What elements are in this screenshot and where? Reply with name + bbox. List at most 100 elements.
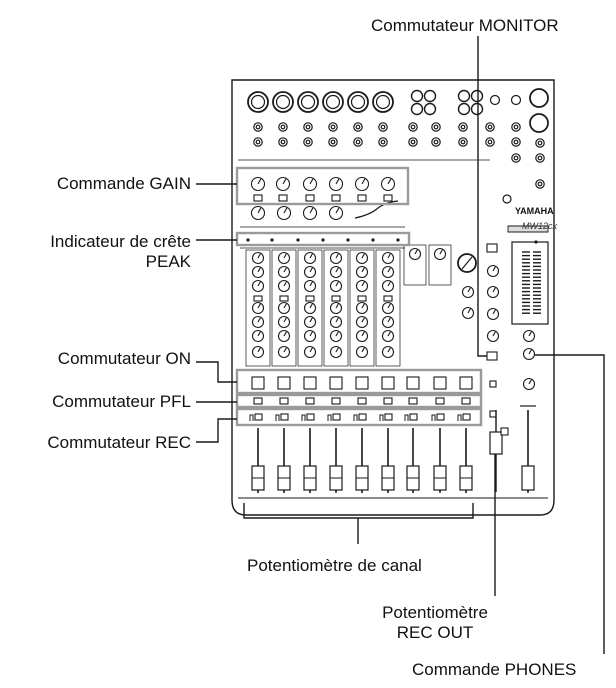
phone-jack [408, 122, 418, 132]
pfl-highlight [235, 393, 483, 409]
label-gain-control: Commande GAIN [56, 174, 191, 193]
phone-jack [353, 137, 363, 147]
channel-strip [349, 249, 375, 367]
rec-button [280, 413, 289, 421]
channel-strip [245, 249, 271, 367]
rec-out-button [500, 427, 509, 436]
phone-jack [303, 122, 313, 132]
on-button [381, 376, 395, 390]
phone-jack [378, 137, 388, 147]
rec-mark [404, 414, 409, 421]
knob [329, 315, 343, 329]
knob [355, 301, 369, 315]
phone-jack-inner [380, 124, 386, 130]
phone-jack [278, 122, 288, 132]
knob [251, 279, 265, 293]
label-peak-line2: PEAK [145, 252, 191, 271]
phone-jack-inner [433, 124, 439, 130]
pfl-button [408, 397, 418, 405]
phone-jack [510, 94, 522, 106]
label-phones-control: Commande PHONES [412, 660, 577, 679]
knob [277, 279, 291, 293]
phone-jack-inner [280, 124, 286, 130]
knob [303, 251, 317, 265]
phone-jack-inner [513, 124, 519, 130]
phone-jack [408, 137, 418, 147]
pfl-button [461, 397, 471, 405]
on-button [355, 376, 369, 390]
on-button [277, 376, 291, 390]
mixer-body [231, 79, 555, 516]
xlr-jack [372, 91, 394, 113]
knob [277, 301, 291, 315]
knob [328, 176, 344, 192]
pfl-button [253, 397, 263, 405]
phone-jack-inner [280, 139, 286, 145]
rec-mark [301, 414, 306, 421]
small-switch [489, 380, 497, 388]
knob [381, 301, 395, 315]
pad-button [253, 194, 263, 202]
phone-jack [353, 122, 363, 132]
label-pfl-switch: Commutateur PFL [52, 392, 191, 411]
monitor-leader [477, 36, 487, 357]
phone-jack-inner [433, 139, 439, 145]
knob [522, 347, 536, 361]
knob [522, 329, 536, 343]
xlr-jack-inner [250, 94, 266, 110]
channel-button [331, 295, 341, 302]
knob [354, 176, 370, 192]
phone-jack-inner [487, 124, 493, 130]
channel-strip [375, 249, 401, 367]
knob [303, 279, 317, 293]
pfl-button [357, 397, 367, 405]
rec-highlight [235, 407, 483, 427]
monitor-button [486, 351, 498, 361]
knob [303, 345, 317, 359]
xlr-jack [272, 91, 294, 113]
phone-jack [378, 122, 388, 132]
channel-button [357, 295, 367, 302]
rec-button [436, 413, 445, 421]
phone-jack-inner [380, 139, 386, 145]
knob [461, 285, 475, 299]
knob [303, 315, 317, 329]
knob [329, 329, 343, 343]
rec-mark [327, 414, 332, 421]
knob [522, 377, 536, 391]
phone-jack-inner [537, 181, 543, 187]
peak-led [346, 238, 350, 242]
rca-jack [470, 102, 484, 116]
xlr-jack [529, 88, 549, 108]
knob [251, 265, 265, 279]
phone-jack [328, 122, 338, 132]
knob [251, 301, 265, 315]
brand-logo: YAMAHA [515, 206, 554, 216]
label-rec-out-fader: Potentiomètre REC OUT [380, 603, 490, 643]
knob [303, 301, 317, 315]
xlr-jack [297, 91, 319, 113]
pad-button [357, 194, 367, 202]
knob [381, 279, 395, 293]
knob [251, 329, 265, 343]
knob [381, 315, 395, 329]
phone-jack [458, 137, 468, 147]
peak-led [321, 238, 325, 242]
xlr-jack-inner [275, 94, 291, 110]
knob [303, 265, 317, 279]
rec-mark [249, 414, 254, 421]
peak-led [296, 238, 300, 242]
phone-jack [458, 122, 468, 132]
model-name: MW12cx [522, 221, 558, 231]
phone-jack [511, 153, 521, 163]
peak-led [270, 238, 274, 242]
rec-out-cap [489, 431, 503, 455]
phone-jack-inner [460, 124, 466, 130]
rec-button [306, 413, 315, 421]
label-on-switch: Commutateur ON [57, 349, 191, 368]
rca-jack [457, 89, 471, 103]
channel-button [279, 295, 289, 302]
phone-jack-inner [537, 140, 543, 146]
knob [355, 265, 369, 279]
